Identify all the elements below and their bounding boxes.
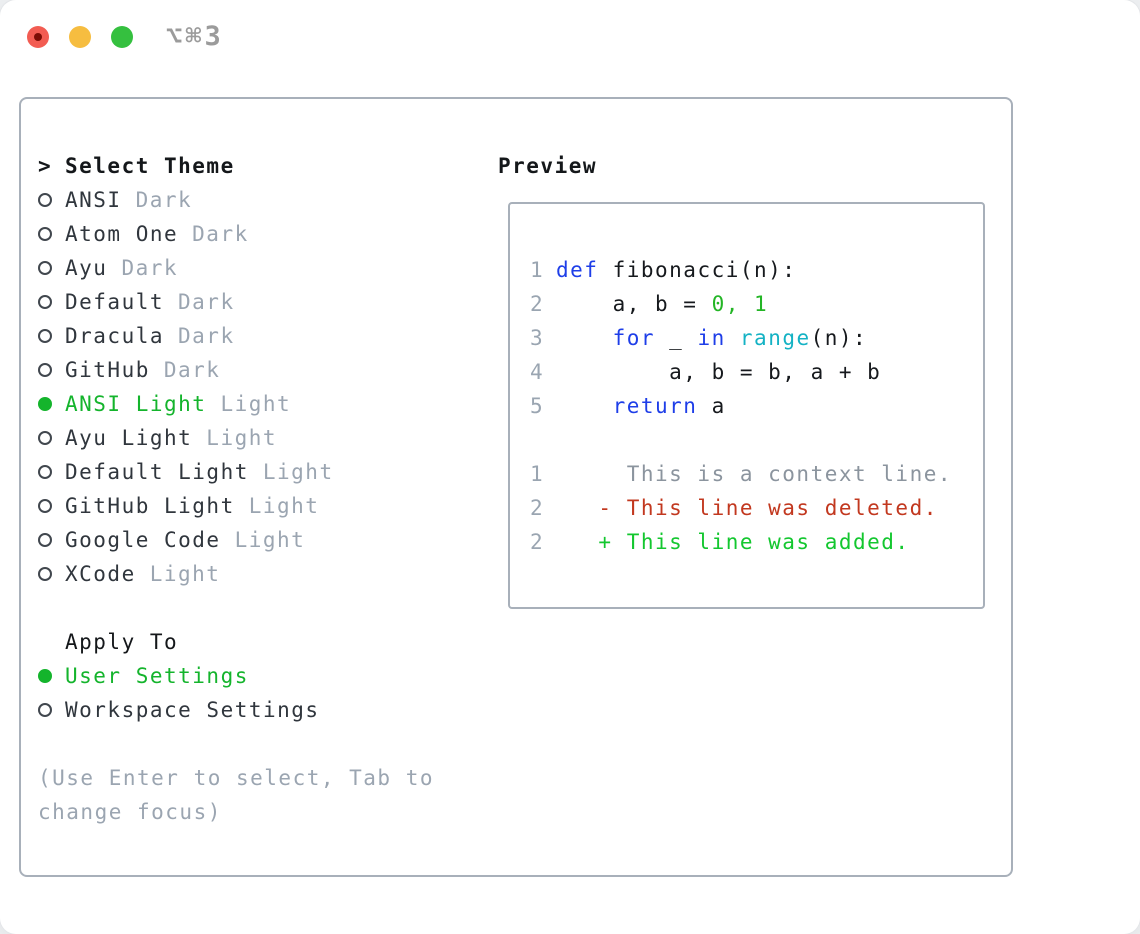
line-number: 2 [530, 496, 545, 520]
theme-option-github-light[interactable]: GitHub Light Light [38, 489, 450, 523]
option-variant: Dark [178, 324, 235, 348]
code-text: This is a context line. [556, 462, 953, 486]
hint-text: (Use Enter to select, Tab to change focu… [38, 766, 435, 824]
apply-to-header: Apply To [38, 625, 450, 659]
theme-option-dracula[interactable]: Dracula Dark [38, 319, 450, 353]
radio-icon [38, 533, 52, 547]
close-button[interactable] [27, 26, 49, 48]
code-line: 2 - This line was deleted. [530, 491, 983, 525]
option-variant: Dark [178, 290, 235, 314]
code-line: 5 return a [530, 389, 983, 423]
code-line: 2 + This line was added. [530, 525, 983, 559]
apply-option-workspace-settings[interactable]: Workspace Settings [38, 693, 450, 727]
preview-header: Preview [498, 154, 598, 178]
line-number: 4 [530, 360, 545, 384]
radio-icon [38, 227, 52, 241]
option-label: GitHub [65, 358, 150, 382]
select-theme-title: Select Theme [65, 154, 235, 178]
cursor-prefix-icon: > [38, 154, 53, 178]
traffic-lights [27, 26, 133, 48]
option-variant: Dark [192, 222, 249, 246]
radio-selected-icon [38, 669, 52, 683]
code-text: - This line was deleted. [556, 496, 938, 520]
option-label: Ayu Light [65, 426, 193, 450]
radio-icon [38, 329, 52, 343]
radio-icon [38, 703, 52, 717]
close-dot-icon [34, 33, 42, 41]
option-variant: Light [262, 460, 334, 484]
radio-icon [38, 363, 52, 377]
titlebar: ⌥⌘3 [0, 0, 1140, 75]
line-number: 5 [530, 394, 545, 418]
code-blank-line [530, 423, 983, 457]
option-label: Default [65, 290, 165, 314]
code-line: 2 a, b = 0, 1 [530, 287, 983, 321]
window-title: ⌥⌘3 [166, 21, 224, 52]
line-number: 1 [530, 462, 545, 486]
code-line: 1 def fibonacci(n): [530, 253, 983, 287]
zoom-button[interactable] [111, 26, 133, 48]
code-text: for _ in range(n): [612, 326, 868, 350]
option-label: GitHub Light [65, 494, 235, 518]
theme-option-ansi-light[interactable]: ANSI Light Light [38, 387, 450, 421]
code-line: 4 a, b = b, a + b [530, 355, 983, 389]
code-text: return a [612, 394, 726, 418]
option-label: Dracula [65, 324, 165, 348]
theme-option-github[interactable]: GitHub Dark [38, 353, 450, 387]
code-text: + This line was added. [556, 530, 910, 554]
option-variant: Light [248, 494, 320, 518]
radio-icon [38, 499, 52, 513]
option-variant: Light [220, 392, 292, 416]
option-variant: Dark [135, 188, 193, 212]
radio-icon [38, 465, 52, 479]
line-number: 2 [530, 292, 545, 316]
radio-icon [38, 261, 52, 275]
apply-option-user-settings[interactable]: User Settings [38, 659, 450, 693]
radio-selected-icon [38, 397, 52, 411]
radio-icon [38, 193, 52, 207]
radio-icon [38, 431, 52, 445]
option-label: ANSI Light [65, 392, 207, 416]
option-label: Atom One [65, 222, 179, 246]
option-label: XCode [65, 562, 136, 586]
code-text: a, b = 0, 1 [556, 292, 769, 316]
line-number: 1 [530, 258, 545, 282]
apply-to-title: Apply To [65, 630, 179, 654]
line-number: 3 [530, 326, 545, 350]
theme-option-google-code[interactable]: Google Code Light [38, 523, 450, 557]
radio-icon [38, 567, 52, 581]
option-label: Google Code [65, 528, 221, 552]
theme-option-default-light[interactable]: Default Light Light [38, 455, 450, 489]
theme-option-default[interactable]: Default Dark [38, 285, 450, 319]
option-variant: Dark [163, 358, 221, 382]
option-variant: Dark [121, 256, 179, 280]
theme-option-ansi[interactable]: ANSI Dark [38, 183, 450, 217]
code-text: a, b = b, a + b [556, 360, 882, 384]
line-number: 2 [530, 530, 545, 554]
option-label: User Settings [65, 664, 249, 688]
radio-icon [38, 295, 52, 309]
theme-option-atom-one[interactable]: Atom One Dark [38, 217, 450, 251]
minimize-button[interactable] [69, 26, 91, 48]
code-text: def fibonacci(n): [556, 258, 797, 282]
option-variant: Light [234, 528, 306, 552]
theme-option-ayu-light[interactable]: Ayu Light Light [38, 421, 450, 455]
option-variant: Light [149, 562, 221, 586]
code-line: 3 for _ in range(n): [530, 321, 983, 355]
theme-option-xcode[interactable]: XCode Light [38, 557, 450, 591]
option-label: Default Light [65, 460, 249, 484]
theme-option-ayu[interactable]: Ayu Dark [38, 251, 450, 285]
option-label: ANSI [65, 188, 122, 212]
code-line: 1 This is a context line. [530, 457, 983, 491]
option-label: Workspace Settings [65, 698, 320, 722]
option-variant: Light [206, 426, 278, 450]
select-theme-header: > Select Theme [38, 149, 450, 183]
option-label: Ayu [65, 256, 108, 280]
